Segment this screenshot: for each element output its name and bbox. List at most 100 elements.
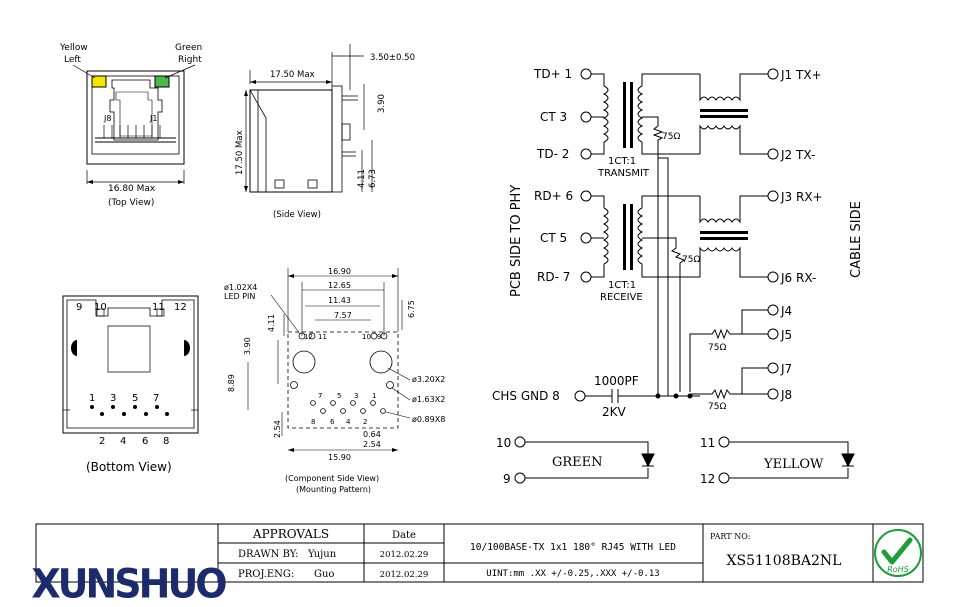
drawn-date: 2012.02.29 [380, 550, 429, 560]
yellow-sub-label: Left [64, 55, 81, 65]
yellow-led-label: YELLOW [763, 457, 824, 472]
bottom-view-caption: (Bottom View) [86, 460, 172, 474]
bottom-pin-11: 11 [152, 302, 165, 313]
part-description: 10/100BASE-TX 1x1 180° RJ45 WITH LED [470, 542, 676, 553]
j5-resistor-label: 75Ω [708, 343, 726, 353]
pcb-dim-1265: 12.65 [328, 281, 351, 290]
hole-320-dim: ø3.20X2 [412, 375, 445, 384]
drawn-by-label: DRAWN BY: [238, 549, 298, 560]
company-logo: XUNSHUO [31, 562, 229, 607]
pcb-dim-1143: 11.43 [328, 296, 351, 305]
bottom-pin-7: 7 [153, 393, 159, 404]
cap-value-label: 1000PF [594, 374, 639, 388]
ct5-label: CT 5 [540, 231, 567, 245]
pcb-pin-5: 5 [337, 392, 341, 400]
bottom-pin-9: 9 [76, 302, 82, 313]
pcb-pin-9: 9 [377, 333, 381, 341]
proj-date: 2012.02.29 [380, 570, 429, 580]
j8-label: J8 [780, 388, 792, 402]
chs-gnd-label: CHS GND 8 [492, 389, 560, 403]
tolerance-note: UINT:mm .XX +/-0.25,.XXX +/-0.13 [486, 569, 659, 579]
side-dim-width: 17.50 Max [270, 70, 315, 80]
bottom-pin-3: 3 [110, 393, 116, 404]
rd-minus-label: RD- 7 [537, 270, 570, 284]
pcb-dim-1590: 15.90 [328, 453, 351, 462]
side-dim-390: 3.90 [377, 94, 387, 113]
side-dim-height: 17.50 Max [235, 130, 245, 175]
proj-eng-label: PROJ.ENG: [238, 569, 294, 580]
j8-resistor-label: 75Ω [708, 402, 726, 412]
led-pin-11-label: 11 [700, 436, 715, 450]
led-pin-dim: ø1.02X4 [224, 283, 257, 292]
pcb-pin-8: 8 [311, 418, 315, 426]
cable-side-label: CABLE SIDE [849, 201, 864, 278]
bottom-pin-12: 12 [174, 302, 187, 313]
side-view-caption: (Side View) [273, 210, 321, 220]
green-led-label: GREEN [552, 455, 603, 470]
pcb-pin-3: 3 [354, 392, 358, 400]
receive-label: RECEIVE [600, 292, 643, 303]
pcb-pin-11: 11 [318, 333, 327, 341]
side-dim-411: 4.11 [357, 169, 367, 188]
rohs-check-icon [881, 537, 913, 565]
rx-resistor-label: 75Ω [682, 255, 700, 265]
pcb-side-label: PCB SIDE TO PHY [509, 185, 524, 297]
j4-label: J4 [780, 304, 792, 318]
pcb-pin-7: 7 [318, 392, 322, 400]
tx-ratio-label: 1CT:1 [608, 156, 636, 167]
mounting-pattern [247, 268, 411, 452]
pcb-pin-10: 10 [362, 333, 371, 341]
td-plus-label: TD+ 1 [533, 67, 572, 81]
rohs-badge: RoHS [874, 529, 922, 577]
j1-label: J1 TX+ [780, 68, 822, 82]
pcb-pin-4: 4 [346, 418, 351, 426]
ct3-label: CT 3 [540, 110, 567, 124]
pcb-dim-411: 4.11 [267, 314, 276, 332]
green-led [154, 75, 170, 88]
part-no-label: PART NO: [710, 532, 750, 541]
pcb-pin-1: 1 [372, 392, 376, 400]
top-j1-label: J1 [149, 114, 157, 123]
j7-label: J7 [780, 362, 792, 376]
pcb-dim-254b: 2.54 [363, 440, 381, 449]
pcb-dim-889: 8.89 [227, 374, 236, 392]
pcb-caption-2: (Mounting Pattern) [296, 485, 371, 494]
top-view-body [86, 70, 185, 165]
pcb-pin-6: 6 [330, 418, 335, 426]
pcb-dim-390: 3.90 [243, 337, 252, 355]
transmit-label: TRANSMIT [597, 168, 650, 179]
mount-hole-right [369, 350, 393, 374]
rx-ratio-label: 1CT:1 [608, 280, 636, 291]
pcb-caption-1: (Component Side View) [285, 474, 379, 483]
mount-hole-left [292, 350, 316, 374]
part-number: XS51108BA2NL [727, 553, 842, 569]
bottom-pin-4: 4 [120, 436, 126, 447]
rd-plus-label: RD+ 6 [534, 189, 573, 203]
bottom-pin-2: 2 [99, 436, 105, 447]
j3-label: J3 RX+ [780, 190, 823, 204]
yellow-label: Yellow [59, 43, 88, 53]
j5-label: J5 [780, 328, 792, 342]
top-view-caption: (Top View) [108, 198, 154, 208]
hole-089-dim: ø0.89X8 [412, 415, 445, 424]
bottom-view-body [62, 295, 199, 434]
title-block [35, 523, 924, 583]
led-pin-12-label: 12 [700, 472, 715, 486]
bottom-pin-1: 1 [89, 393, 95, 404]
rohs-label: RoHS [887, 565, 909, 574]
date-header: Date [392, 530, 416, 541]
approvals-header: APPROVALS [252, 527, 329, 541]
led-pin-9-label: 9 [503, 472, 511, 486]
led-pin-10-label: 10 [496, 436, 511, 450]
bottom-pin-8: 8 [163, 436, 169, 447]
led-pin-label: LED PIN [224, 292, 255, 301]
logo-text: XUNSHUO [31, 562, 226, 607]
side-view-body [249, 89, 333, 193]
side-dim-673: 6.73 [368, 169, 378, 188]
top-j8-label: J8 [103, 114, 111, 123]
green-sub-label: Right [178, 55, 202, 65]
top-view [72, 64, 196, 184]
bottom-pin-5: 5 [132, 393, 138, 404]
hole-163-dim: ø1.63X2 [412, 395, 445, 404]
